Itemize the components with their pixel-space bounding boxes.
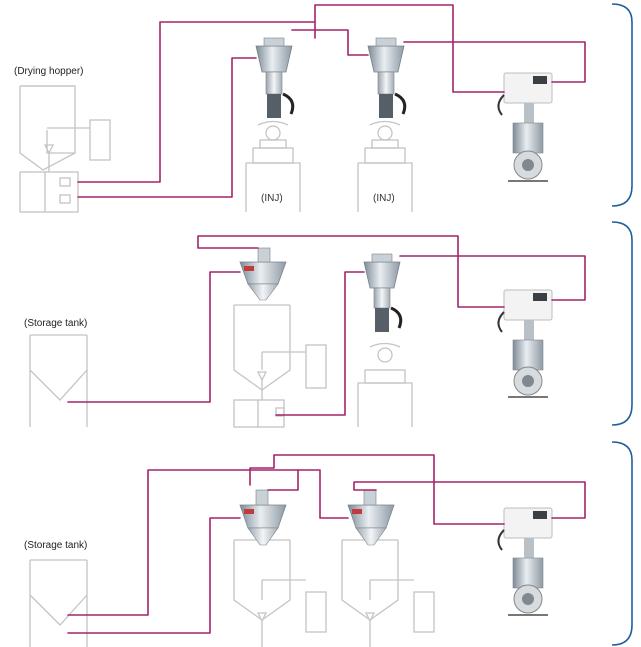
drying-hopper-outline [19, 85, 111, 213]
hopper-loader-5 [239, 489, 287, 546]
storage-tank-label-2: (Storage tank) [24, 540, 88, 551]
inj-machine-1 [245, 120, 301, 212]
inj-machine-2 [357, 120, 413, 212]
section-3 [29, 441, 633, 647]
hopper-loader-1 [255, 37, 295, 118]
conveying-pipes-3 [67, 454, 586, 634]
storage-tank-outline-2 [29, 559, 88, 647]
hopper-loader-3 [239, 247, 287, 301]
drying-hopper-outline-4 [341, 539, 435, 647]
inj-label-2: (INJ) [373, 193, 395, 204]
vacuum-unit-3 [497, 507, 553, 616]
conveying-pipes-1 [77, 4, 586, 198]
section-2-bracket [611, 221, 633, 426]
hopper-loader-2 [367, 37, 407, 118]
section-3-bracket [611, 441, 633, 646]
hopper-loader-6 [347, 489, 395, 546]
storage-tank-label-1: (Storage tank) [24, 318, 88, 329]
vacuum-unit-1 [497, 72, 553, 182]
drying-hopper-outline-2 [233, 304, 327, 428]
storage-tank-outline-1 [29, 334, 88, 427]
section-1-bracket [611, 3, 633, 207]
conveying-pipes-2 [67, 235, 586, 416]
inj-label-1: (INJ) [261, 193, 283, 204]
inj-machine-3 [357, 342, 413, 427]
section-2 [29, 221, 633, 428]
drying-hopper-outline-3 [233, 539, 327, 647]
vacuum-unit-2 [497, 289, 553, 398]
drying-hopper-label: (Drying hopper) [14, 66, 84, 77]
section-1 [19, 3, 633, 213]
hopper-loader-4 [363, 253, 403, 332]
